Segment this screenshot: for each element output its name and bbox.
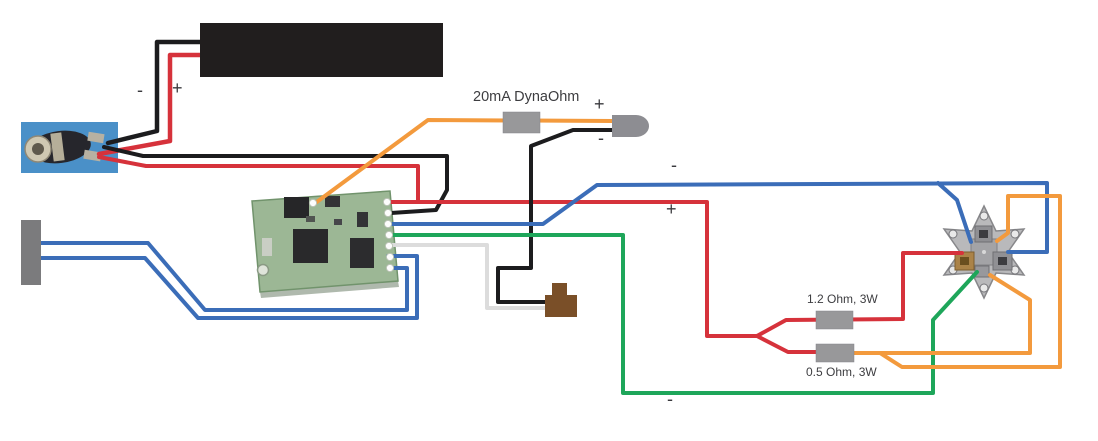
star-hole-icon — [979, 283, 989, 293]
pcb-chip-icon — [350, 238, 374, 268]
pcb-component-icon — [357, 212, 368, 227]
wire-negative-bus-blue — [389, 181, 1049, 254]
pcb-component-icon — [306, 216, 315, 222]
dc-barrel-jack-icon — [21, 122, 118, 173]
wire-positive-bus — [389, 200, 964, 338]
resistor-top-label: 1.2 Ohm, 3W — [807, 292, 878, 306]
pcb-main-ic-icon — [293, 229, 328, 263]
resistor-bottom-label: 0.5 Ohm, 3W — [806, 365, 877, 379]
bus-plus-label: + — [666, 199, 677, 219]
jack-nut — [50, 132, 65, 162]
star-emitter-die — [979, 230, 988, 238]
led-star-module-icon — [942, 204, 1026, 300]
wire-blue-branch — [936, 181, 973, 244]
jack-lug — [83, 149, 102, 162]
pcb-mount-hole-icon — [256, 263, 270, 277]
dynaohm-label: 20mA DynaOhm — [473, 89, 580, 105]
pcb-pad-icon — [383, 219, 393, 229]
pcb-shadow — [260, 281, 399, 298]
wire-battery-positive — [96, 52, 203, 157]
wire-green-return — [389, 233, 979, 395]
wire-jack-positive — [97, 155, 420, 204]
pcb-pad-icon — [384, 230, 394, 240]
wire-orange-feed — [312, 118, 615, 206]
pcb-chip-icon — [284, 197, 309, 218]
wire-white-signal — [389, 243, 562, 310]
brown-connector-icon — [545, 283, 577, 317]
star-hole-icon — [948, 229, 958, 239]
pcb-component-icon — [334, 219, 342, 225]
pcb-pad-icon — [385, 263, 395, 273]
battery-plus-label: + — [172, 78, 183, 98]
wires-layer — [39, 39, 1062, 395]
pcb-pads — [308, 197, 395, 273]
pcb-pad-icon — [383, 208, 393, 218]
jack-barrel-hole — [32, 143, 44, 155]
indicator-led-icon — [612, 115, 649, 137]
pcb-pad-icon — [385, 252, 395, 262]
pcb-pad-icon — [384, 241, 394, 251]
power-resistor-1-2ohm-icon — [815, 310, 854, 330]
power-resistor-0-5ohm-icon — [815, 343, 855, 363]
wire-battery-negative — [105, 39, 203, 146]
wire-indicator-negative — [496, 128, 619, 304]
pcb-connector-icon — [262, 238, 272, 256]
jack-lug — [87, 131, 105, 144]
led-plus-label: + — [594, 94, 605, 114]
led-driver-pcb-icon — [251, 190, 399, 298]
star-center-dot — [982, 250, 986, 254]
bottom-minus-label: - — [667, 389, 673, 409]
bus-minus-label: - — [671, 155, 677, 175]
wire-jack-negative — [102, 145, 449, 215]
pcb-component-icon — [325, 196, 340, 207]
battery-pack-icon — [200, 23, 443, 77]
battery-minus-label: - — [137, 80, 143, 100]
dynaohm-resistor-icon — [502, 111, 541, 134]
wire-orange-loop-right — [851, 194, 1062, 369]
star-hole-icon — [979, 211, 989, 221]
star-emitter-die — [960, 257, 969, 265]
wire-pot-blue-2 — [39, 254, 419, 320]
star-hole-icon — [1010, 229, 1020, 239]
led-minus-label: - — [598, 128, 604, 148]
wire-pot-blue-1 — [39, 241, 409, 312]
star-emitter-die — [998, 257, 1007, 265]
potentiometer-icon — [21, 220, 41, 285]
pcb-pad-icon — [308, 198, 318, 208]
pcb-pad-icon — [382, 197, 392, 207]
wire-orange-branch — [853, 273, 1032, 355]
